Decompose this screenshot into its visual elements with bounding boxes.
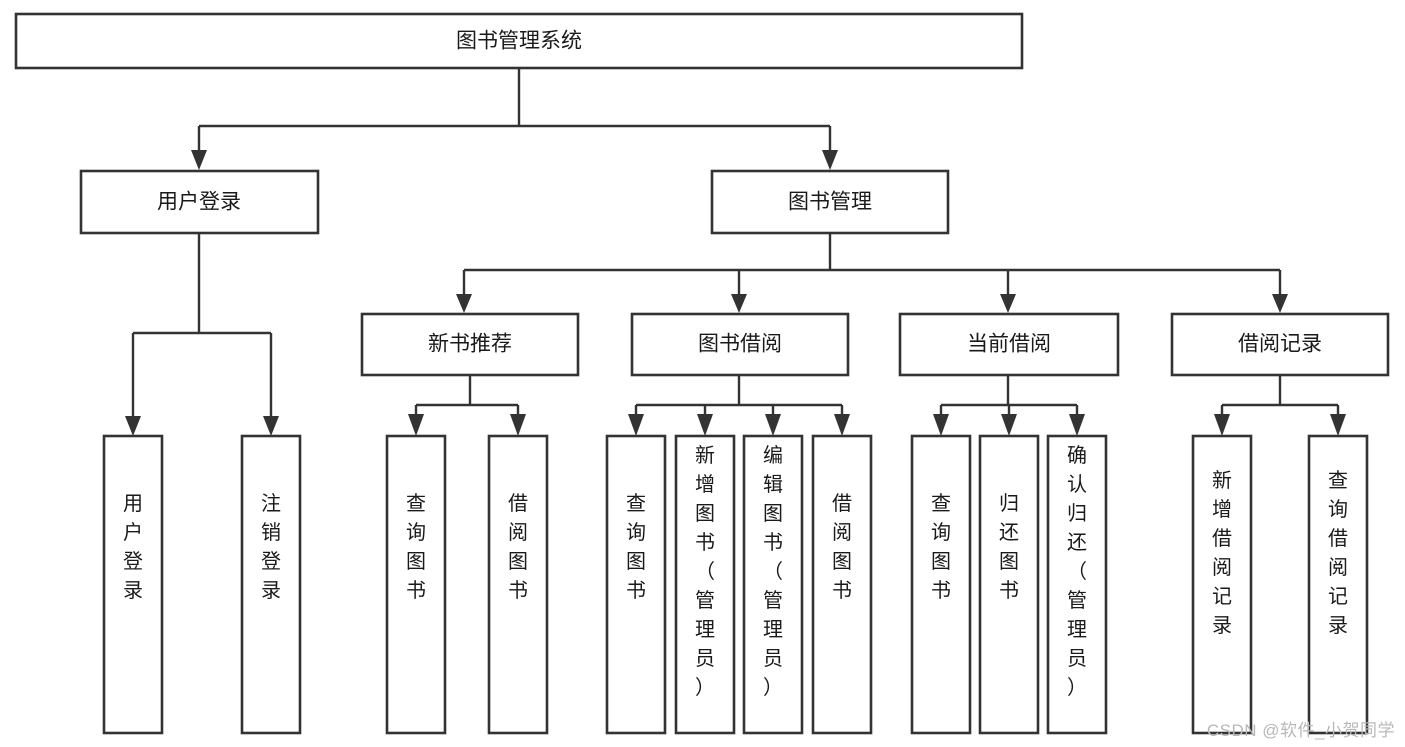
node-leaf-query-record-label: 查询借阅记录 [1328,469,1348,637]
node-leaf-edit-book[interactable]: 编辑图书（管理员） [742,434,804,735]
arrow-head-leaf-borrow-book-1 [510,414,526,436]
arrow-head-leaf-confirm-return [1069,414,1085,436]
arrow-head-leaf-edit-book [765,414,781,436]
node-leaf-query-book-2-label: 查询图书 [626,492,646,602]
node-borrow-record-box[interactable] [1170,312,1390,377]
node-leaf-edit-book-box[interactable] [742,434,804,735]
node-leaf-logout-label: 注销登录 [261,492,281,602]
node-current-borrow-label: 当前借阅 [967,333,1051,356]
node-leaf-logout-box[interactable] [240,434,302,735]
arrow-head-leaf-query-record [1330,414,1346,436]
node-book-borrow-label: 图书借阅 [698,333,782,356]
node-leaf-logout[interactable]: 注销登录 [240,434,302,735]
node-leaf-query-book-1[interactable]: 查询图书 [385,434,447,735]
node-leaf-query-book-3[interactable]: 查询图书 [910,434,972,735]
node-leaf-add-record-label: 新增借阅记录 [1212,469,1232,637]
node-leaf-confirm-return[interactable]: 确认归还（管理员） [1046,434,1108,735]
arrow-head-leaf-query-book-3 [933,414,949,436]
csdn-watermark: CSDN @软件_小贺同学 [1206,721,1395,740]
node-book-manage-box[interactable] [710,169,950,235]
arrow-head-leaf-borrow-book-2 [834,414,850,436]
node-leaf-query-book-1-box[interactable] [385,434,447,735]
node-book-manage[interactable]: 图书管理 [710,169,950,235]
node-user-login-box[interactable] [79,169,320,235]
node-root-box[interactable] [14,12,1024,70]
connector-group-root [191,69,838,170]
arrow-head-leaf-logout [263,416,279,436]
connector-group-user-login [125,233,279,436]
arrow-head-book-borrow [731,294,747,313]
node-root[interactable]: 图书管理系统 [14,12,1024,70]
node-leaf-confirm-return-box[interactable] [1046,434,1108,735]
node-leaf-add-record-box[interactable] [1191,434,1253,735]
node-leaf-borrow-book-2-label: 借阅图书 [832,492,852,602]
node-new-book-rec[interactable]: 新书推荐 [360,312,580,377]
node-user-login[interactable]: 用户登录 [79,169,320,235]
node-user-login-label: 用户登录 [157,191,241,214]
node-leaf-add-book-label: 新增图书（管理员） [695,444,715,699]
arrow-head-book-manage [822,150,838,170]
node-leaf-borrow-book-1[interactable]: 借阅图书 [487,434,549,735]
arrow-head-current-borrow [1000,294,1016,313]
node-current-borrow[interactable]: 当前借阅 [898,312,1120,377]
arrow-head-leaf-query-book-1 [408,414,424,436]
node-leaf-return-book-box[interactable] [978,434,1040,735]
node-current-borrow-box[interactable] [898,312,1120,377]
arrow-head-leaf-user-login [125,416,141,436]
node-borrow-record[interactable]: 借阅记录 [1170,312,1390,377]
node-new-book-rec-box[interactable] [360,312,580,377]
connector-group-book-manage [456,233,1288,313]
arrow-head-borrow-record [1272,294,1288,313]
node-leaf-user-login[interactable]: 用户登录 [102,434,164,735]
arrow-head-new-book-rec [456,294,472,313]
node-leaf-add-book-box[interactable] [674,434,736,735]
node-leaf-return-book-label: 归还图书 [999,492,1019,602]
node-leaf-add-record[interactable]: 新增借阅记录 [1191,434,1253,735]
node-book-borrow-box[interactable] [630,312,850,377]
connector-group-book-borrow [628,375,850,436]
node-leaf-borrow-book-2[interactable]: 借阅图书 [811,434,873,735]
node-leaf-query-book-1-label: 查询图书 [406,492,426,602]
node-leaf-borrow-book-1-label: 借阅图书 [508,492,528,602]
node-leaf-query-record[interactable]: 查询借阅记录 [1307,434,1369,735]
node-leaf-borrow-book-1-box[interactable] [487,434,549,735]
node-leaf-query-book-3-box[interactable] [910,434,972,735]
node-leaf-query-book-3-label: 查询图书 [931,492,951,602]
node-leaf-query-book-2[interactable]: 查询图书 [605,434,667,735]
connector-group-new-book-rec [408,375,526,436]
node-borrow-record-label: 借阅记录 [1238,333,1322,356]
node-book-borrow[interactable]: 图书借阅 [630,312,850,377]
node-leaf-borrow-book-2-box[interactable] [811,434,873,735]
arrow-head-user-login [191,150,207,170]
node-leaf-user-login-label: 用户登录 [123,493,143,602]
node-leaf-user-login-box[interactable] [102,434,164,735]
node-root-label: 图书管理系统 [456,30,582,53]
node-leaf-edit-book-label: 编辑图书（管理员） [763,444,783,699]
node-new-book-rec-label: 新书推荐 [428,333,512,356]
arrow-head-leaf-return-book [1001,414,1017,436]
node-leaf-query-book-2-box[interactable] [605,434,667,735]
node-leaf-add-book[interactable]: 新增图书（管理员） [674,434,736,735]
arrow-head-leaf-add-book [697,414,713,436]
node-leaf-confirm-return-label: 确认归还（管理员） [1067,444,1087,699]
arrow-head-leaf-query-book-2 [628,414,644,436]
arrow-head-leaf-add-record [1214,414,1230,436]
node-leaf-query-record-box[interactable] [1307,434,1369,735]
connector-group-borrow-record [1214,375,1346,436]
connector-group-current-borrow [933,375,1085,436]
node-book-manage-label: 图书管理 [788,191,872,214]
node-leaf-return-book[interactable]: 归还图书 [978,434,1040,735]
